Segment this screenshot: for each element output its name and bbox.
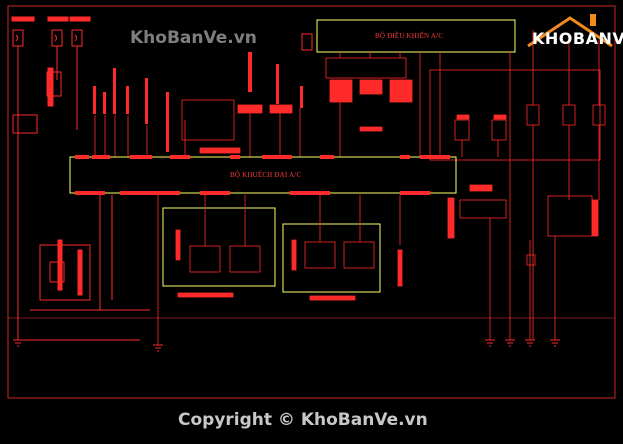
lower-sub-components [157, 195, 403, 345]
controller-outputs [325, 52, 511, 340]
controller-box [316, 19, 516, 53]
controller-label: BỘ ĐIỀU KHIỂN A/C [375, 32, 444, 40]
lower-left-box [162, 207, 276, 287]
drawing-frame [7, 5, 616, 399]
upper-wires [94, 99, 301, 157]
fuse-group [11, 16, 91, 340]
lower-mid-box [282, 223, 381, 293]
watermark-top: KhoBanVe.vn [130, 28, 257, 48]
logo-roof-icon [527, 14, 613, 48]
left-relays [12, 67, 150, 341]
logo-text: KHOBANVE [532, 29, 623, 48]
amplifier-label: BỘ KHUẾCH ĐẠI A/C [230, 171, 302, 179]
right-components [429, 30, 606, 340]
amplifier-pins [75, 155, 450, 195]
watermark-bottom: Copyright © KhoBanVe.vn [178, 410, 428, 430]
sensor-strips [93, 33, 313, 152]
ground-symbols [13, 339, 560, 352]
